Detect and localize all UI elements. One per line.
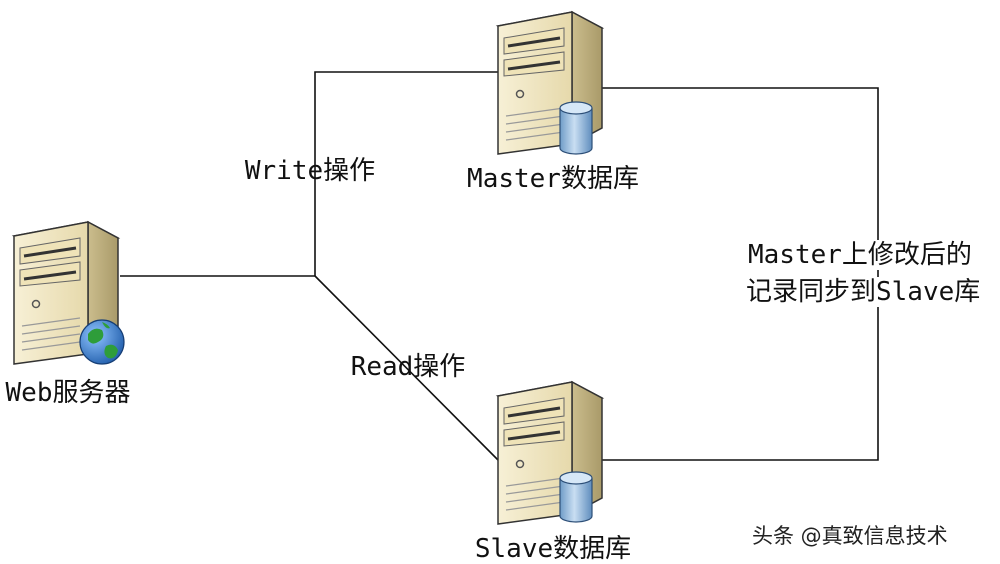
write-edge-label: Write操作 bbox=[244, 156, 376, 186]
web-server-node bbox=[12, 220, 125, 366]
master-db-node bbox=[496, 10, 604, 156]
write-line bbox=[314, 71, 500, 276]
connection-lines bbox=[120, 71, 879, 463]
slave-node-label: Slave数据库 bbox=[474, 534, 632, 564]
replication-line bbox=[585, 87, 879, 461]
web-node-label: Web服务器 bbox=[5, 378, 131, 408]
master-database-icon bbox=[559, 101, 593, 155]
globe-icon bbox=[79, 319, 125, 365]
watermark: 头条 @真致信息技术 bbox=[752, 524, 948, 548]
read-line bbox=[314, 275, 501, 463]
replication-label-line1: Master上修改后的 bbox=[748, 240, 972, 270]
slave-database-icon bbox=[559, 471, 593, 523]
read-edge-label: Read操作 bbox=[350, 352, 466, 382]
replication-label-line2: 记录同步到Slave库 bbox=[746, 277, 981, 307]
slave-db-node bbox=[496, 380, 604, 526]
master-node-label: Master数据库 bbox=[467, 164, 639, 194]
